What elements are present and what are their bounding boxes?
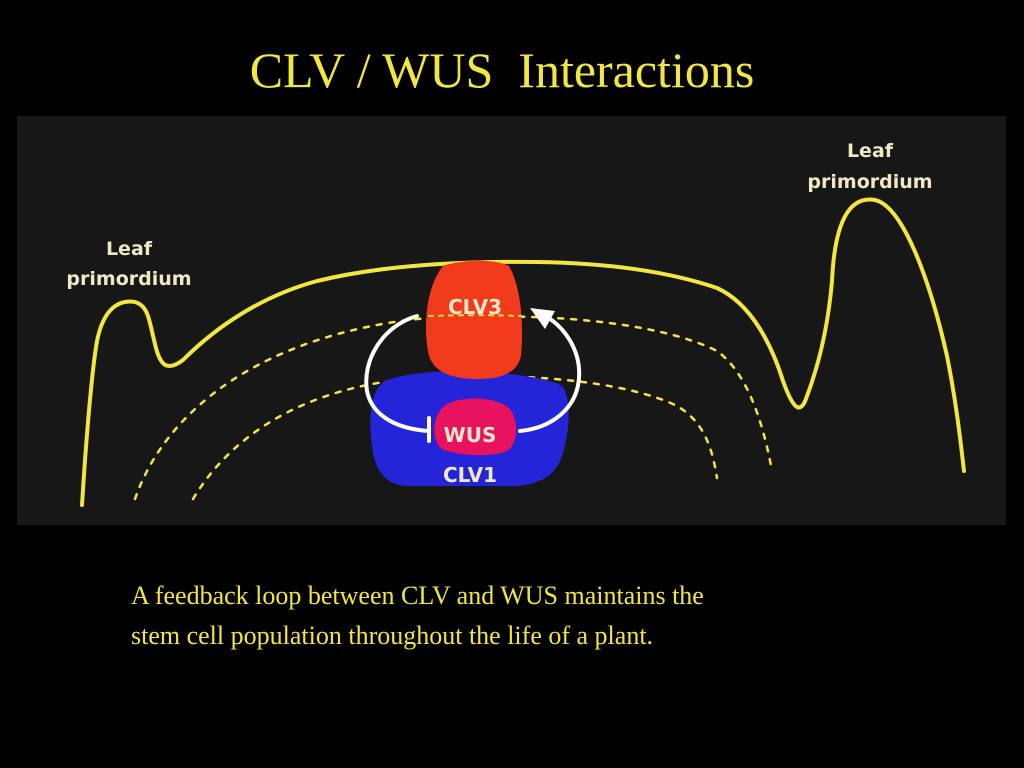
leaf-left-label-line1: Leaf xyxy=(106,238,153,260)
slide-title: CLV / WUS Interactions xyxy=(249,42,755,98)
leaf-right-label-line2: primordium xyxy=(807,171,932,193)
outer-dotted-boundary xyxy=(133,315,774,501)
wus-label: WUS xyxy=(444,423,497,447)
clv3-dotted-crossing xyxy=(428,314,522,317)
leaf-right-label-line1: Leaf xyxy=(847,140,894,162)
wus-zone xyxy=(434,398,517,456)
caption-line-1: A feedback loop between CLV and WUS main… xyxy=(131,581,704,610)
clv1-label: CLV1 xyxy=(443,463,497,487)
meristem-outline xyxy=(80,197,966,507)
meristem-diagram: Leaf primordium Leaf primordium CLV3 WUS… xyxy=(17,116,1006,525)
slide-caption: A feedback loop between CLV and WUS main… xyxy=(131,576,911,656)
caption-line-2: stem cell population throughout the life… xyxy=(131,621,654,650)
clv3-label: CLV3 xyxy=(448,295,502,319)
clv3-zone xyxy=(425,260,523,379)
arrowhead xyxy=(530,308,555,329)
wus-to-clv3-activation-arrow xyxy=(518,312,582,433)
leaf-left-label-line2: primordium xyxy=(66,268,191,290)
clv3-to-wus-inhibition-arrow xyxy=(364,314,431,433)
